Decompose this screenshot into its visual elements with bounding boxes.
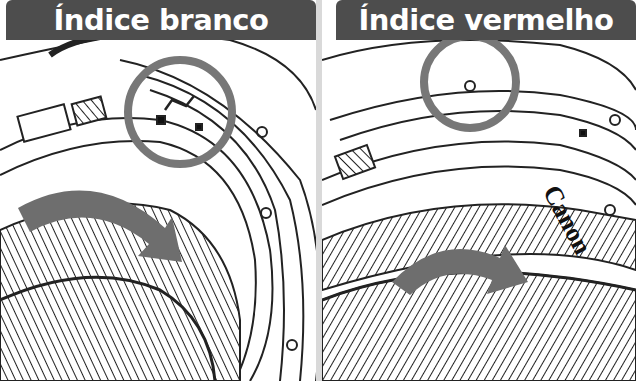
header-text: Índice vermelho bbox=[359, 3, 614, 37]
panel-header: Índice vermelho bbox=[336, 0, 636, 40]
header-text: Índice branco bbox=[54, 3, 269, 37]
panel-header: Índice branco bbox=[6, 0, 316, 40]
